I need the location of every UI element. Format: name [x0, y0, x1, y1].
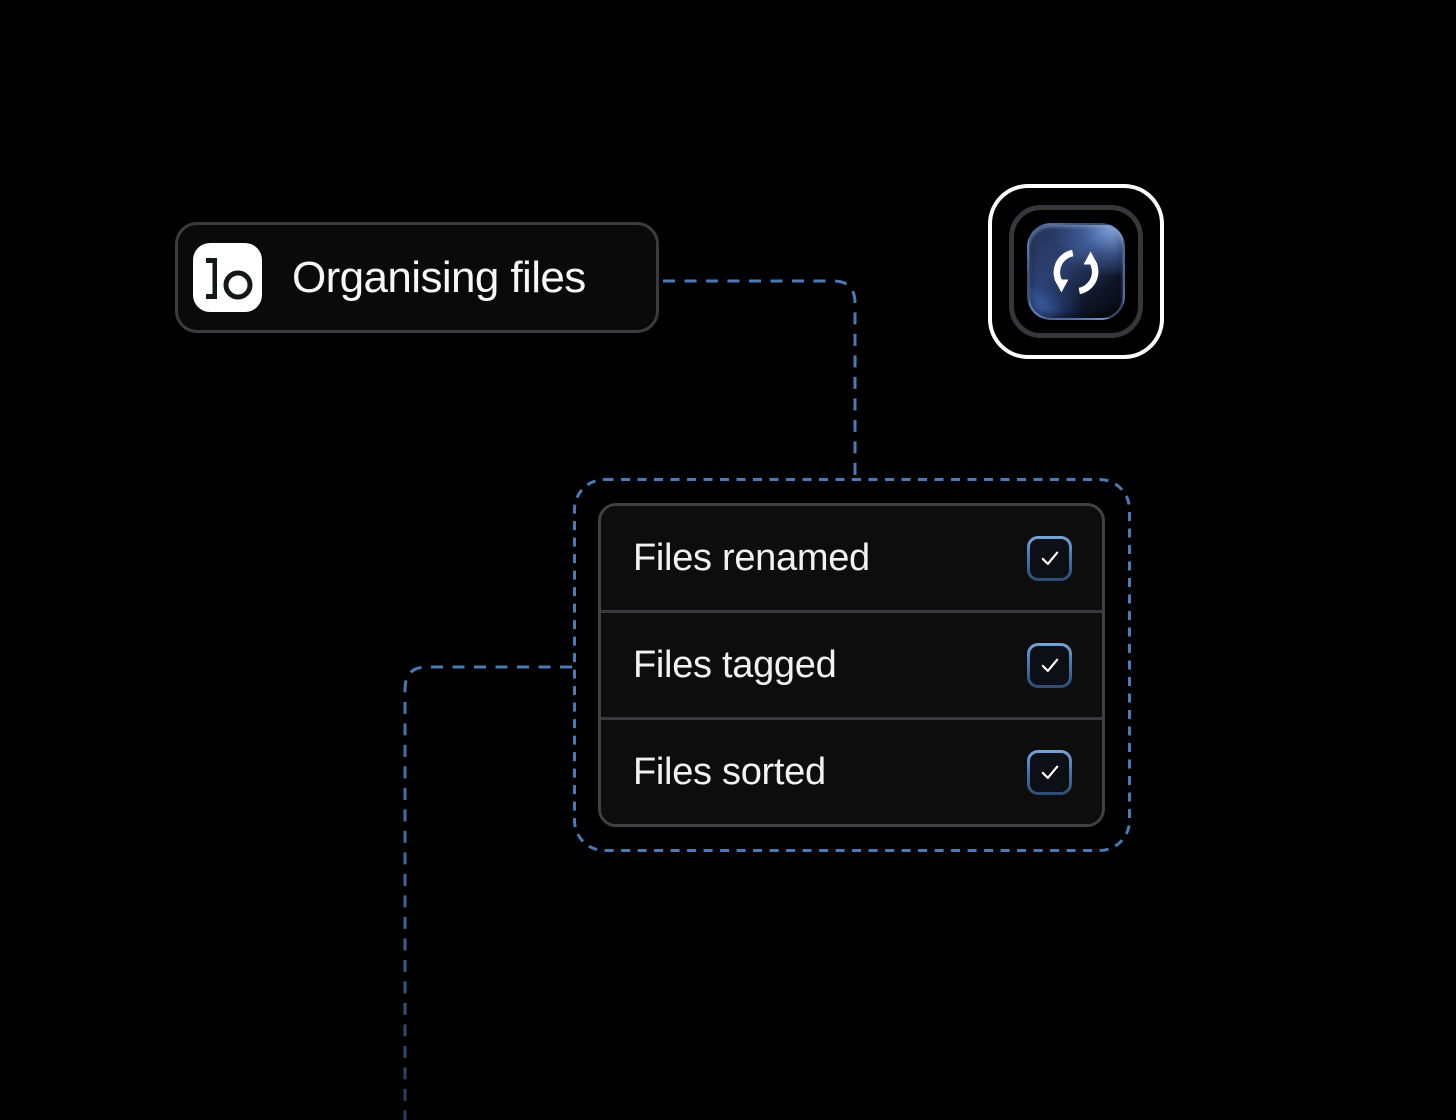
sync-button[interactable] [1027, 223, 1125, 320]
checklist-item-label: Files sorted [633, 750, 826, 793]
sync-arrows-icon [1053, 249, 1099, 294]
task-card: Organising files [175, 222, 659, 333]
logo-glyph-icon [206, 258, 253, 300]
checkbox-files-sorted[interactable] [1027, 749, 1072, 795]
checkmark-icon [1041, 551, 1058, 565]
connector-task-to-checklist [663, 279, 857, 477]
app-logo [193, 243, 262, 312]
checklist-panel: Files renamed Files tagged Files [598, 503, 1105, 827]
sync-status-widget [988, 184, 1164, 359]
checklist-row-files-tagged: Files tagged [601, 610, 1102, 717]
checklist-dashed-outline [573, 478, 1131, 852]
checkbox-inner [1030, 752, 1069, 792]
task-label: Organising files [292, 252, 586, 302]
checkbox-inner [1030, 645, 1069, 685]
checklist-row-files-sorted: Files sorted [601, 717, 1102, 824]
checkmark-icon [1041, 658, 1058, 672]
checkbox-inner [1030, 538, 1069, 578]
sync-widget-ring [1009, 205, 1143, 338]
checklist-row-files-renamed: Files renamed [601, 506, 1102, 610]
connector-checklist-to-bottom [403, 665, 572, 1120]
checklist-item-label: Files renamed [633, 536, 870, 579]
checkmark-icon [1041, 765, 1058, 779]
checklist-item-label: Files tagged [633, 643, 837, 686]
checkbox-files-tagged[interactable] [1027, 642, 1072, 688]
checkbox-files-renamed[interactable] [1027, 535, 1072, 581]
